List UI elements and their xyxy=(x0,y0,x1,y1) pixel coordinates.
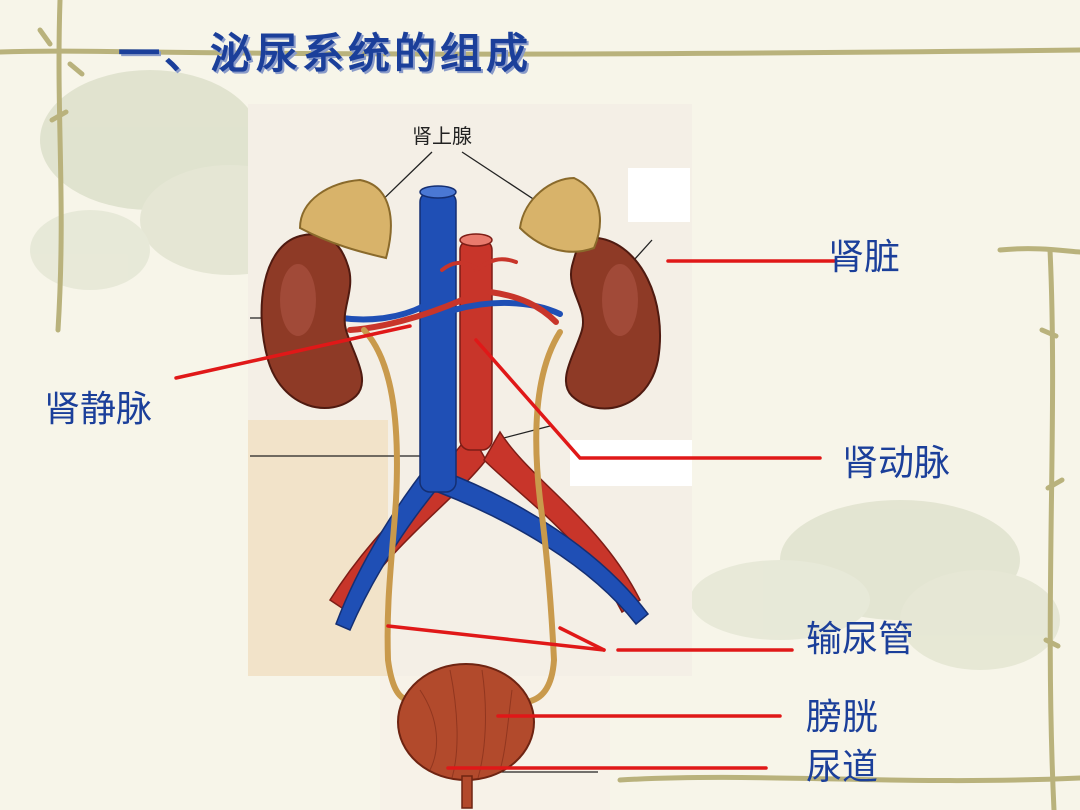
left-renal-artery xyxy=(347,297,465,333)
illustration-panel-shade xyxy=(248,420,388,676)
right-renal-vein xyxy=(451,299,563,317)
right-renal-artery xyxy=(487,289,559,325)
right-adrenal-gland xyxy=(518,176,601,253)
label-renal-artery: 肾动脉 xyxy=(842,443,951,484)
right-ureter xyxy=(523,329,563,705)
leader-line-ureter-right xyxy=(558,626,606,652)
left-adrenal-gland xyxy=(298,178,392,260)
label-urethra: 尿道 xyxy=(806,747,879,788)
panel-tick-line-3 xyxy=(495,425,551,441)
urethra xyxy=(461,775,473,809)
label-mask-artery xyxy=(570,440,692,486)
right-iliac-vein xyxy=(437,468,650,626)
inferior-vena-cava xyxy=(419,185,457,493)
abdominal-aorta xyxy=(459,233,493,451)
bladder xyxy=(397,663,535,781)
panel-tick-line-6 xyxy=(633,239,653,261)
label-kidney: 肾脏 xyxy=(828,237,901,278)
label-renal-vein: 肾静脉 xyxy=(44,389,153,430)
label-ureter: 输尿管 xyxy=(806,619,915,660)
slide-title: 一、泌尿系统的组成 xyxy=(118,29,533,78)
label-mask-kidney xyxy=(628,168,690,222)
label-bladder: 膀胱 xyxy=(806,697,879,738)
adrenal-gland-inline-label: 肾上腺 xyxy=(412,124,472,148)
leader-line-ureter-left xyxy=(386,624,606,652)
left-renal-vein xyxy=(339,303,427,323)
leader-line-renal-vein xyxy=(174,324,412,380)
left-ureter xyxy=(361,327,413,703)
leader-line-renal-artery xyxy=(474,338,822,460)
